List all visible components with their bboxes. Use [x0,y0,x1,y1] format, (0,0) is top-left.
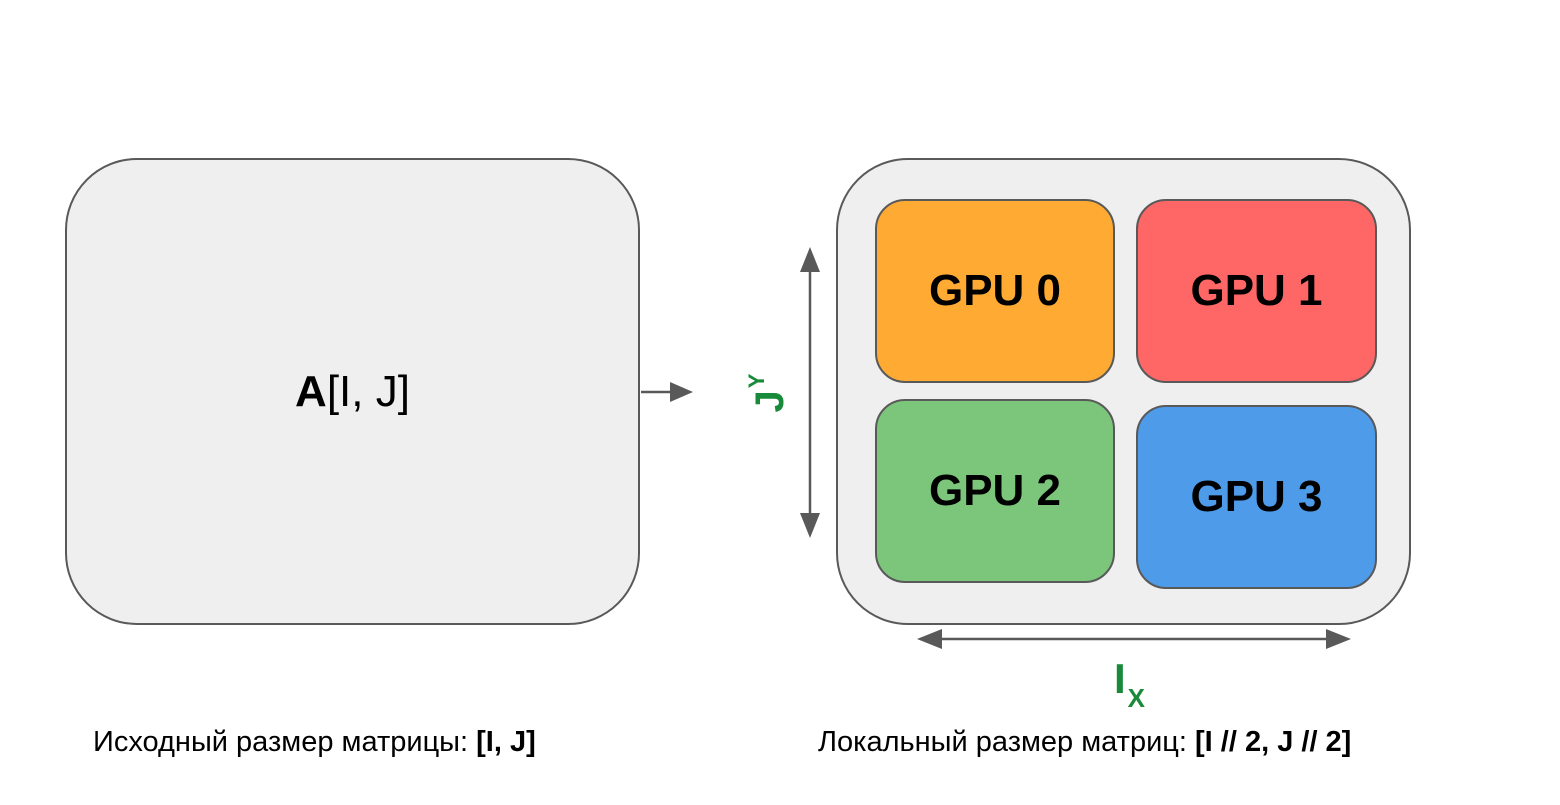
gpu-2-shard: GPU 2 [875,399,1115,583]
local-caption: Локальный размер матриц: [I // 2, J // 2… [818,728,1351,757]
gpu-0-shard: GPU 0 [875,199,1115,383]
sharded-matrix-box: GPU 0 GPU 1 GPU 2 GPU 3 [836,158,1411,625]
x-axis-main: I [1114,655,1126,702]
local-caption-text: Локальный размер матриц: [818,726,1187,758]
source-matrix-box: A[I, J] [65,158,640,625]
matrix-dims: [I, J] [326,366,410,416]
gpu-3-shard: GPU 3 [1136,405,1377,589]
matrix-name: A [295,366,327,416]
gpu-1-shard: GPU 1 [1136,199,1377,383]
source-caption: Исходный размер матрицы: [I, J] [93,728,536,757]
flow-arrow [641,382,693,402]
x-axis-sub: X [1127,683,1146,713]
y-axis-sub: Y [744,373,769,389]
horizontal-axis-arrow [917,629,1351,649]
x-axis-label: IX [1114,658,1174,718]
source-matrix-label: A[I, J] [295,366,410,416]
local-caption-shape: [I // 2, J // 2] [1195,726,1352,758]
y-axis-main: J [748,390,792,413]
source-caption-text: Исходный размер матрицы: [93,726,469,758]
vertical-axis-arrow [800,247,820,538]
source-caption-shape: [I, J] [476,726,536,758]
